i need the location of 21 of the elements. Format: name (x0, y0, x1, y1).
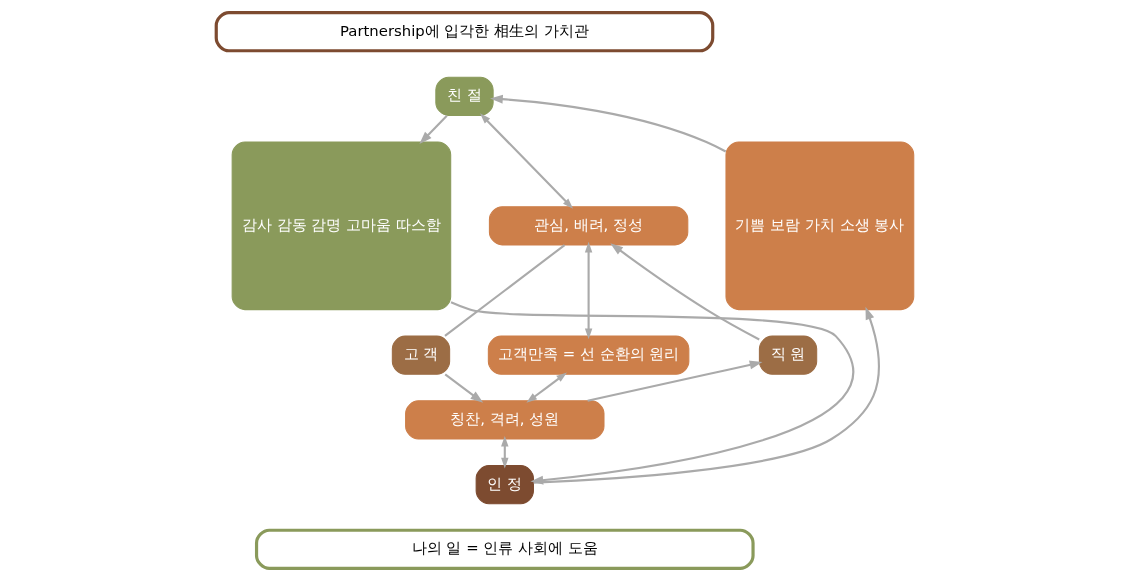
arrow (609, 243, 760, 341)
node-box: 기쁨 보람 가치 소생 봉사 (724, 141, 914, 311)
arrow (444, 373, 483, 403)
node-box: 감사 감동 감명 고마움 따스함 (231, 141, 451, 311)
node-box: 고 객 (391, 335, 450, 375)
node-box: 칭찬, 격려, 성원 (404, 400, 604, 440)
node-box: 나의 일 = 인류 사회에 도움 (254, 528, 755, 571)
arrow (586, 360, 762, 402)
connector (443, 244, 565, 337)
arrow (479, 113, 573, 209)
arrow (489, 94, 726, 153)
node-box: 직 원 (758, 335, 817, 375)
arrow (584, 241, 592, 340)
arrow (525, 372, 567, 403)
node-box: 관심, 배려, 정성 (488, 206, 688, 246)
arrow (418, 114, 448, 145)
node-box: 친 절 (434, 76, 494, 116)
arrow (533, 306, 880, 484)
node-box: 인 정 (475, 465, 534, 505)
node-box: Partnership에 입각한 相生의 가치관 (214, 10, 714, 53)
node-box: 고객만족 = 선 순환의 원리 (487, 335, 689, 375)
